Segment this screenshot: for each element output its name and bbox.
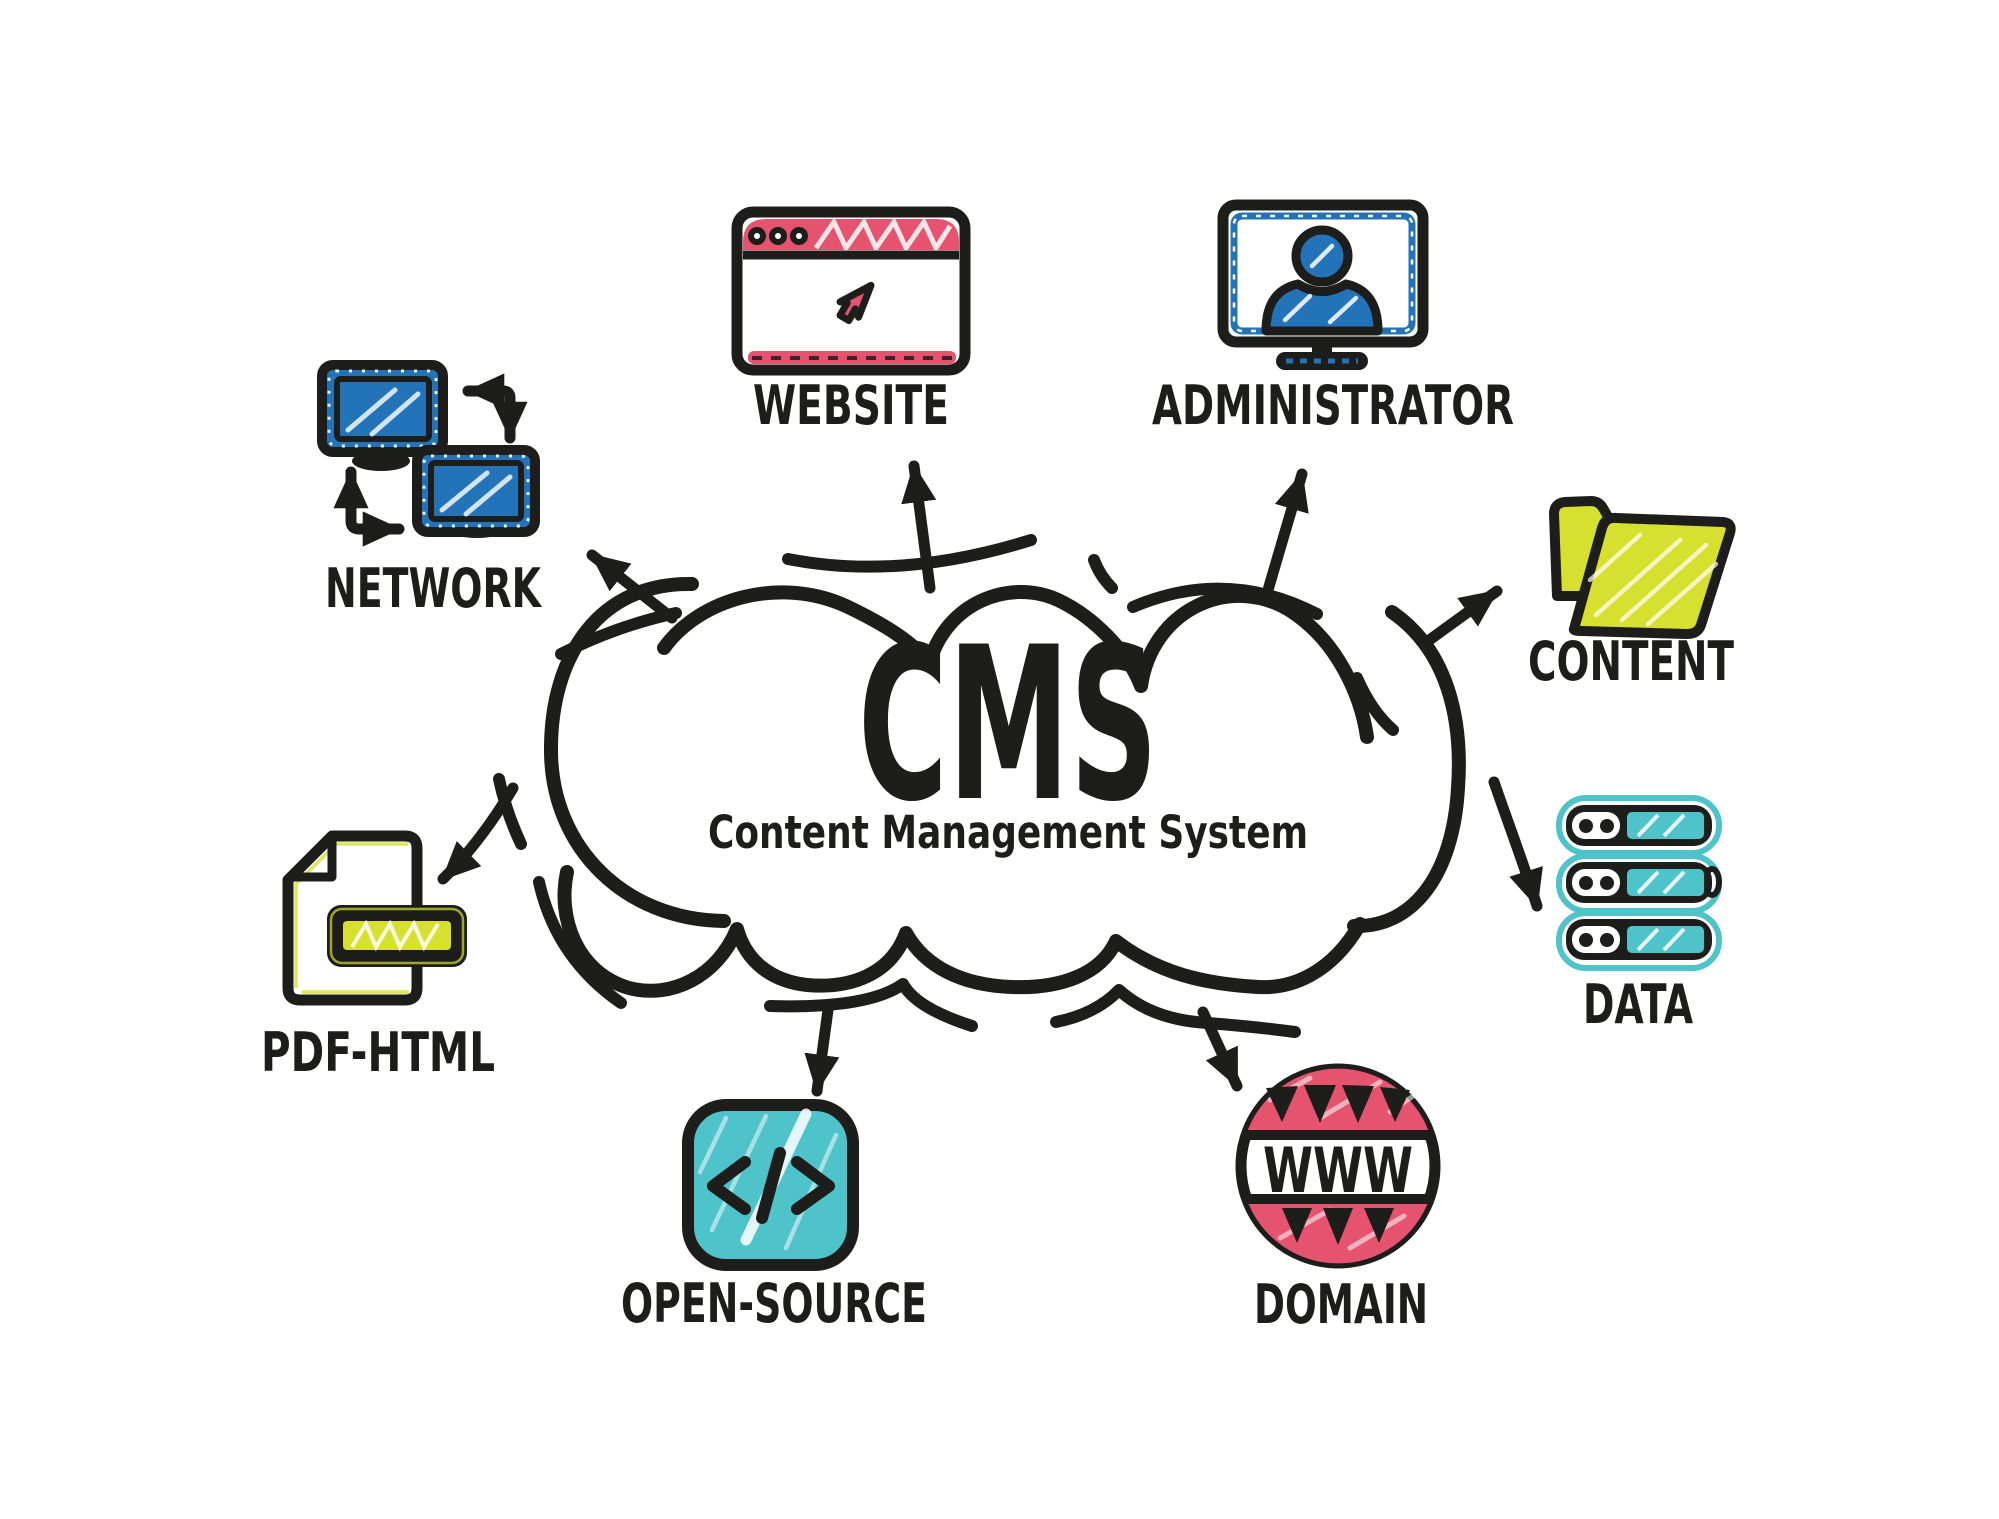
arrow-to-website xyxy=(901,460,937,594)
arrow-to-data xyxy=(1488,776,1543,912)
cloud-sketch-echo-left xyxy=(764,978,978,1032)
content-label: CONTENT xyxy=(1528,630,1734,693)
left-chevron xyxy=(707,1156,751,1215)
document-icon xyxy=(282,830,467,1006)
cloud-sketch-tick xyxy=(1088,554,1118,594)
cms-subtitle: Content Management System xyxy=(708,806,1308,859)
cloud-sketch-stroke-bottomleft xyxy=(533,876,627,1009)
network-node: NETWORK xyxy=(317,360,543,620)
cursor-arrow-icon xyxy=(836,281,875,325)
network-link-arrow-bottom xyxy=(333,466,405,547)
browser-cursor-icon xyxy=(731,206,971,376)
cloud-left-hump xyxy=(543,576,731,928)
cloud-sketch-eyebrow-right xyxy=(1127,582,1323,620)
network-link-arrow-top xyxy=(462,373,528,444)
administrator-node: ADMINISTRATOR xyxy=(1152,199,1514,437)
administrator-label: ADMINISTRATOR xyxy=(1152,374,1514,437)
arrow-to-domain xyxy=(1197,1006,1243,1092)
domain-label: DOMAIN xyxy=(1254,1273,1428,1336)
cloud-outline xyxy=(493,534,1466,1038)
globe-www-icon: WWW xyxy=(1235,1063,1441,1269)
pdf-html-node: PDF-HTML xyxy=(261,830,495,1084)
connection-arrows xyxy=(437,460,1543,1097)
server-row-2 xyxy=(1566,862,1712,903)
cloud-right-hump xyxy=(1347,605,1466,934)
open-source-node: OPEN-SOURCE xyxy=(621,1099,927,1335)
linked-monitors-icon xyxy=(317,360,540,547)
arrow-to-open-source xyxy=(804,1004,840,1097)
right-chevron xyxy=(791,1156,835,1215)
open-source-label: OPEN-SOURCE xyxy=(621,1272,927,1335)
cms-acronym: CMS xyxy=(858,601,1158,848)
server-stack-icon xyxy=(1556,795,1722,971)
domain-node: WWW DOMAIN xyxy=(1235,1063,1441,1336)
data-label: DATA xyxy=(1583,973,1693,1036)
cloud-sketch-beak-right xyxy=(1351,672,1399,736)
arrow-to-pdf-html xyxy=(437,782,519,885)
monitor-user-icon xyxy=(1217,199,1429,370)
cloud-sketch-stroke-left xyxy=(493,773,527,850)
cloud-top-bumps xyxy=(657,585,1374,744)
data-node: DATA xyxy=(1556,795,1722,1036)
website-label: WEBSITE xyxy=(753,374,949,437)
slash xyxy=(756,1147,786,1224)
open-folder-icon xyxy=(1549,496,1736,639)
cloud-sketch-echo-right xyxy=(1050,984,1301,1038)
cloud-bottom-scallops xyxy=(557,865,1367,998)
content-node: CONTENT xyxy=(1528,496,1736,693)
network-label: NETWORK xyxy=(325,557,543,620)
arrow-to-network xyxy=(586,549,678,624)
arrow-to-content xyxy=(1422,585,1503,647)
arrow-to-administrator xyxy=(1262,468,1309,596)
website-node: WEBSITE xyxy=(731,206,971,437)
www-text: WWW xyxy=(1263,1134,1413,1207)
code-brackets-icon xyxy=(682,1099,859,1271)
server-row-3 xyxy=(1566,919,1712,960)
cloud-sketch-eyebrow-left xyxy=(782,534,1037,573)
server-row-1 xyxy=(1566,805,1712,846)
pdf-html-label: PDF-HTML xyxy=(261,1021,495,1084)
